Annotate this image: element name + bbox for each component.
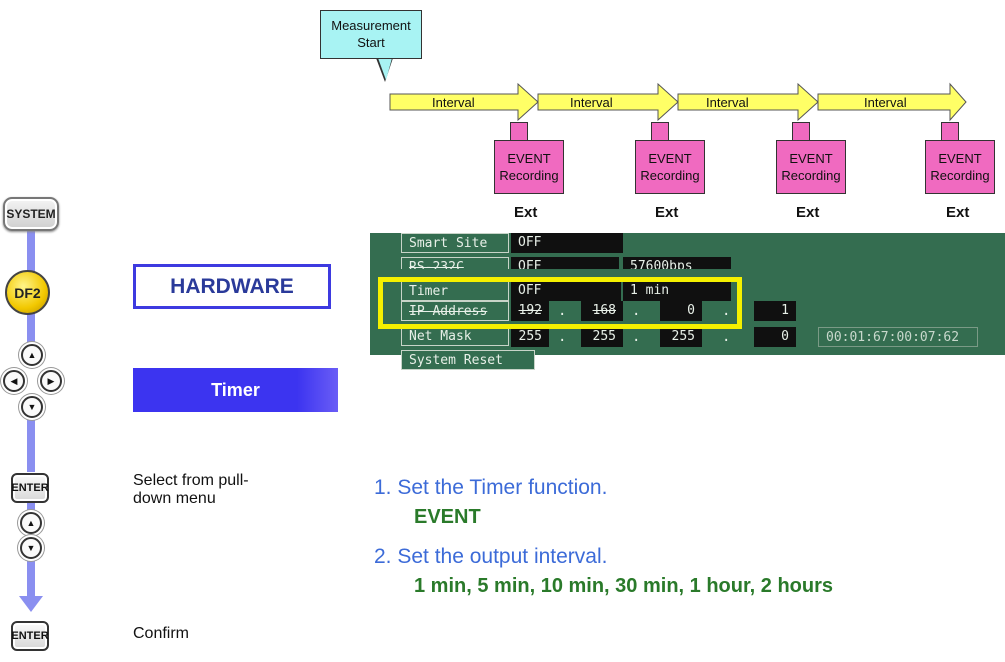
ip-octet[interactable]: 1 [754, 301, 796, 321]
net-mask-separator: . [558, 329, 567, 345]
event-recording-box: EVENT Recording [776, 140, 846, 194]
event-recording-box: EVENT Recording [494, 140, 564, 194]
timer-menu-label: Timer [133, 368, 338, 412]
connector-line [27, 556, 35, 600]
ext-label: Ext [514, 204, 538, 221]
net-mask-octet[interactable]: 255 [581, 327, 623, 347]
event-recording-box: EVENT Recording [925, 140, 995, 194]
confirm-enter-button[interactable]: ENTER [11, 621, 49, 651]
ip-separator: . [722, 303, 731, 319]
measurement-start-callout: Measurement Start [320, 10, 422, 59]
step-2-text: 2. Set the output interval. [374, 545, 608, 568]
rs232c-value[interactable]: OFF [511, 257, 619, 269]
step-1-text: 1. Set the Timer function. [374, 476, 608, 499]
df2-button[interactable]: DF2 [5, 270, 50, 315]
timer-value[interactable]: OFF [511, 281, 621, 301]
ip-address-label: IP Address [401, 301, 509, 321]
net-mask-octet[interactable]: 255 [511, 327, 549, 347]
enter-button[interactable]: ENTER [11, 473, 49, 503]
ip-octet[interactable]: 0 [660, 301, 702, 321]
net-mask-separator: . [632, 329, 641, 345]
confirm-note: Confirm [133, 625, 190, 642]
event-box-tab [941, 122, 959, 142]
net-mask-octet[interactable]: 0 [754, 327, 796, 347]
ext-label: Ext [946, 204, 970, 221]
event-box-tab [651, 122, 669, 142]
up-arrow-icon[interactable]: ▲ [20, 512, 42, 534]
rs232c-label: RS-232C [401, 257, 509, 269]
system-button[interactable]: SYSTEM [3, 197, 59, 231]
event-box-tab [792, 122, 810, 142]
down-arrow-icon[interactable]: ▼ [21, 396, 43, 418]
interval-label: Interval [570, 95, 613, 110]
smart-site-label: Smart Site [401, 233, 509, 253]
timer-interval[interactable]: 1 min [623, 281, 731, 301]
connector-line [27, 418, 35, 472]
event-box-tab [510, 122, 528, 142]
net-mask-label: Net Mask [401, 326, 509, 346]
ip-separator: . [558, 303, 567, 319]
ip-separator: . [632, 303, 641, 319]
timer-row-highlight [378, 277, 742, 329]
right-arrow-icon[interactable]: ▶ [40, 370, 62, 392]
hardware-label: HARDWARE [133, 264, 331, 309]
event-recording-box: EVENT Recording [635, 140, 705, 194]
down-arrow-icon[interactable]: ▼ [20, 537, 42, 559]
callout-tail [378, 58, 392, 80]
connector-line [27, 229, 35, 275]
ext-label: Ext [796, 204, 820, 221]
left-arrow-icon[interactable]: ◀ [3, 370, 25, 392]
up-arrow-icon[interactable]: ▲ [21, 344, 43, 366]
settings-screen: Smart Site OFF RS-232C OFF 57600bps Time… [370, 233, 1005, 370]
mac-address: 00:01:67:00:07:62 [818, 327, 978, 347]
interval-label: Interval [432, 95, 475, 110]
connector-line [27, 500, 35, 512]
interval-label: Interval [864, 95, 907, 110]
select-note: Select from pull- down menu [133, 472, 249, 507]
ext-label: Ext [655, 204, 679, 221]
connector-line [27, 312, 35, 350]
smart-site-value[interactable]: OFF [511, 233, 623, 253]
interval-arrows [389, 82, 967, 122]
step-2-values: 1 min, 5 min, 10 min, 30 min, 1 hour, 2 … [414, 575, 834, 597]
rs232c-speed[interactable]: 57600bps [623, 257, 731, 269]
net-mask-octet[interactable]: 255 [660, 327, 702, 347]
ip-octet[interactable]: 192 [511, 301, 549, 321]
ip-octet[interactable]: 168 [581, 301, 623, 321]
interval-label: Interval [706, 95, 749, 110]
system-reset-button[interactable]: System Reset [401, 350, 535, 370]
down-pointer-icon [19, 596, 43, 612]
step-1-value: EVENT [414, 506, 481, 528]
net-mask-separator: . [722, 329, 731, 345]
